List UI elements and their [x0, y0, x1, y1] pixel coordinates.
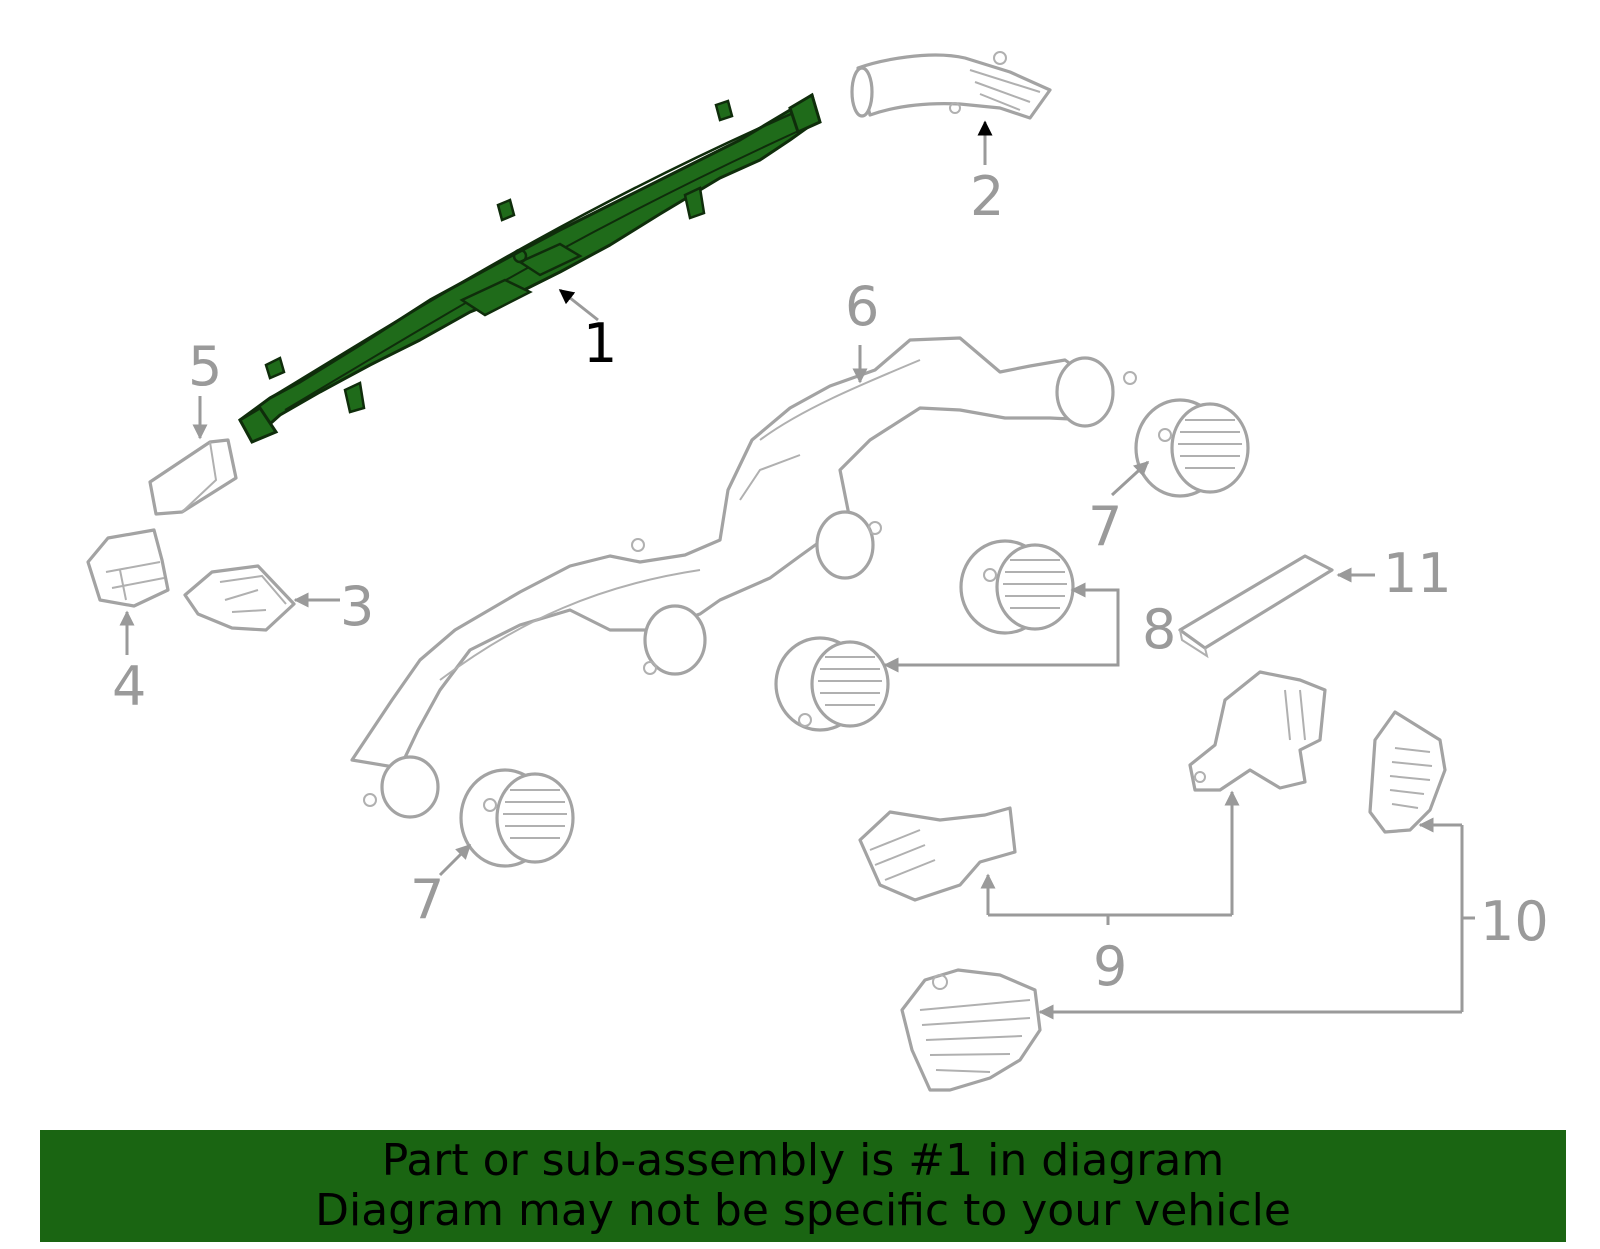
callout-5: 5	[188, 335, 222, 398]
callout-1: 1	[583, 312, 617, 375]
callout-8: 8	[1142, 598, 1176, 661]
part-10-grille-lower[interactable]	[900, 968, 1042, 1092]
part-1-center-pad-2	[517, 242, 583, 277]
part-1-tab-2	[496, 198, 516, 222]
part-9-duct-left[interactable]	[858, 806, 1017, 902]
part-9-duct-right[interactable]	[1188, 670, 1327, 792]
part-6-main-duct[interactable]	[350, 336, 1137, 819]
callout-9: 9	[1093, 935, 1127, 998]
part-3-duct-piece[interactable]	[183, 564, 296, 632]
part-8-vent-upper[interactable]	[959, 539, 1075, 635]
leader-lines	[119, 120, 1475, 1020]
part-1-rib-2	[284, 127, 806, 411]
parts-diagram: 1 2 3 4 5 6 7 7 8 9 10 11	[86, 51, 1549, 1092]
part-7-vent-lower[interactable]	[459, 768, 575, 868]
callout-7-upper: 7	[1088, 495, 1122, 558]
callout-11: 11	[1383, 542, 1452, 605]
banner-line-2: Diagram may not be specific to your vehi…	[315, 1185, 1291, 1236]
banner-line-1: Part or sub-assembly is #1 in diagram	[381, 1135, 1225, 1186]
part-1-tab-4	[343, 381, 366, 414]
part-1-tab-1	[264, 356, 286, 380]
callout-4: 4	[112, 655, 146, 718]
part-1-outlet-left	[237, 405, 279, 444]
callout-7-lower: 7	[410, 868, 444, 931]
callout-3: 3	[340, 575, 374, 638]
part-1-center-pad	[459, 278, 533, 317]
part-1-hole	[512, 248, 528, 264]
part-2-duct[interactable]	[850, 51, 1052, 120]
part-1-defroster-duct[interactable]	[237, 92, 822, 444]
part-1-outlet-right	[788, 92, 822, 135]
part-11-filter-strip[interactable]	[1178, 554, 1334, 659]
callout-2: 2	[970, 165, 1004, 228]
part-7-vent-upper[interactable]	[1134, 398, 1250, 498]
part-4-duct-piece[interactable]	[86, 528, 170, 608]
info-banner: Part or sub-assembly is #1 in diagram Di…	[40, 1130, 1566, 1242]
part-1-rib	[269, 108, 801, 400]
part-10-grille-upper[interactable]	[1368, 710, 1447, 834]
part-8-vent-lower[interactable]	[774, 636, 890, 732]
part-1-tab-3	[714, 99, 734, 122]
part-1-tab-5	[683, 186, 706, 220]
callout-10: 10	[1480, 890, 1549, 953]
callout-6: 6	[845, 275, 879, 338]
part-5-duct-piece[interactable]	[148, 438, 238, 516]
